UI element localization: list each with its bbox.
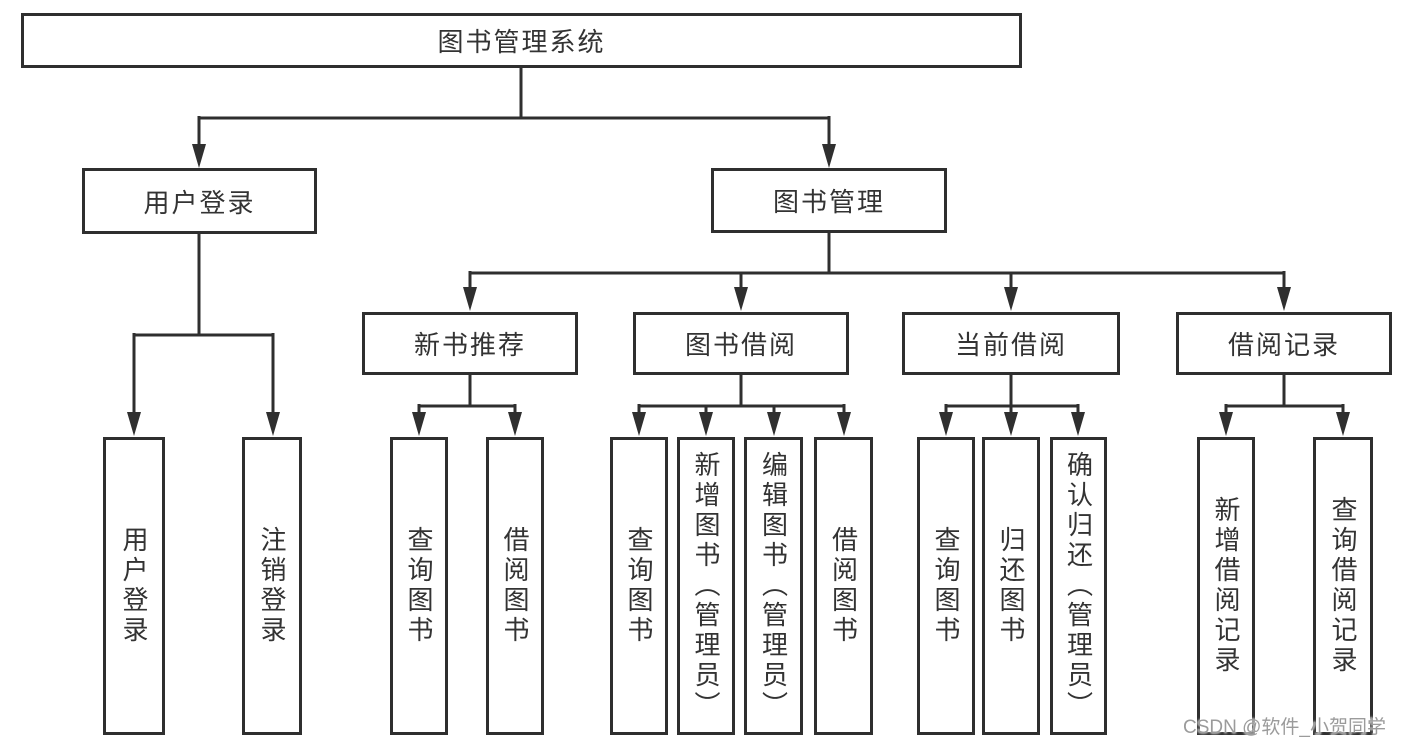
leaf-logout: 注销登录	[242, 437, 302, 735]
leaf-confirm-return-admin: 确认归还（管理员）	[1050, 437, 1107, 735]
node-new-book-recommendation: 新书推荐	[362, 312, 578, 375]
leaf-user-login: 用户登录	[103, 437, 165, 735]
leaf-recommend-borrow-books: 借阅图书	[486, 437, 544, 735]
node-user-login: 用户登录	[82, 168, 317, 234]
node-book-management: 图书管理	[711, 168, 947, 233]
watermark: CSDN @软件_小贺同学	[1183, 717, 1386, 738]
leaf-return-books: 归还图书	[982, 437, 1040, 735]
leaf-borrow-books: 借阅图书	[814, 437, 873, 735]
node-book-borrowing: 图书借阅	[633, 312, 849, 375]
node-current-borrowing: 当前借阅	[902, 312, 1120, 375]
leaf-edit-books-admin: 编辑图书（管理员）	[744, 437, 803, 735]
leaf-add-books-admin: 新增图书（管理员）	[677, 437, 735, 735]
leaf-add-borrow-record: 新增借阅记录	[1197, 437, 1255, 735]
leaf-borrow-query-books: 查询图书	[610, 437, 668, 735]
leaf-recommend-query-books: 查询图书	[390, 437, 448, 735]
leaf-query-borrow-record: 查询借阅记录	[1313, 437, 1373, 735]
node-root: 图书管理系统	[21, 13, 1022, 68]
leaf-current-query-books: 查询图书	[917, 437, 975, 735]
node-borrowing-records: 借阅记录	[1176, 312, 1392, 375]
arrowheads	[127, 144, 1350, 436]
